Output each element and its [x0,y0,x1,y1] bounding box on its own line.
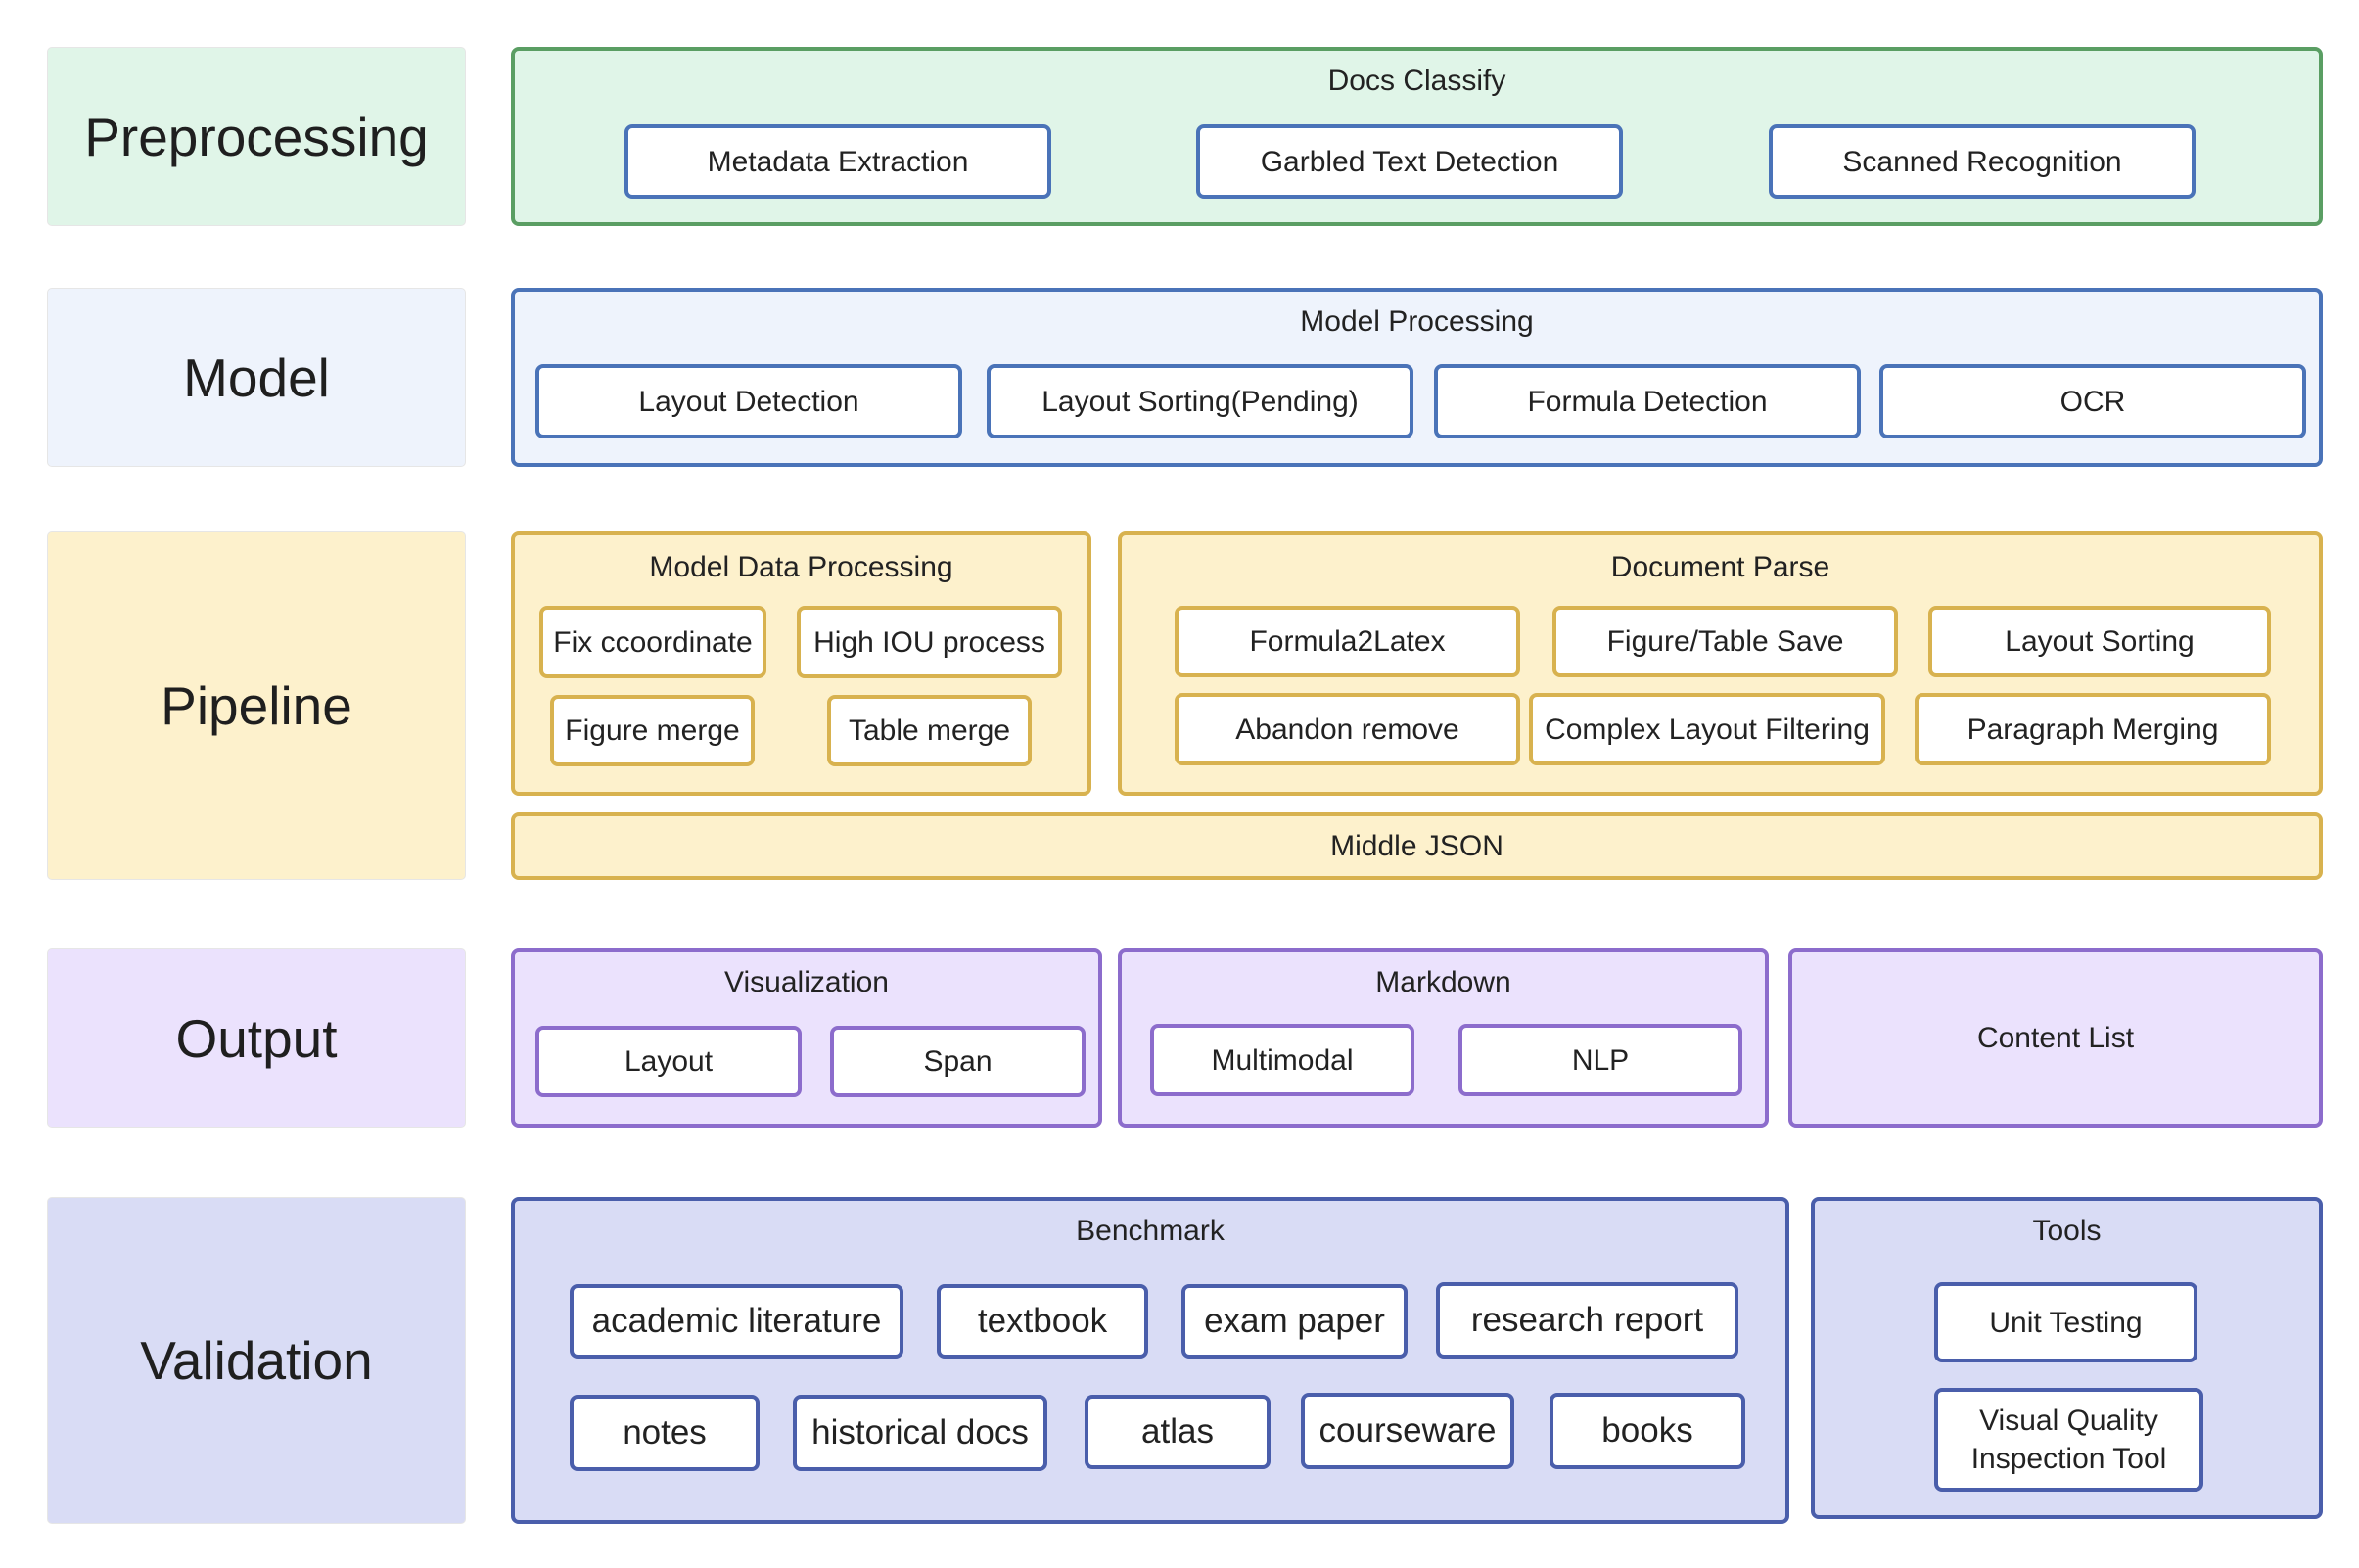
panel-title: Benchmark [1076,1215,1225,1247]
stage-label: Validation [140,1330,373,1391]
content-list-panel: Content List [1788,948,2323,1128]
panel-title: Model Processing [1300,305,1534,338]
node-atlas: atlas [1085,1395,1271,1469]
node-paragraph-merging: Paragraph Merging [1915,693,2271,765]
node-complex-layout-filtering: Complex Layout Filtering [1529,693,1885,765]
node-fix-coordinate: Fix ccoordinate [539,606,766,678]
node-books: books [1550,1393,1745,1469]
stage-model: Model [47,288,466,467]
node-multimodal: Multimodal [1150,1024,1414,1096]
node-table-merge: Table merge [827,695,1032,766]
stage-validation: Validation [47,1197,466,1524]
node-courseware: courseware [1301,1393,1514,1469]
node-figure-merge: Figure merge [550,695,755,766]
stage-label: Preprocessing [84,106,429,167]
node-figure-table-save: Figure/Table Save [1552,606,1898,677]
node-academic-literature: academic literature [570,1284,903,1359]
node-exam-paper: exam paper [1181,1284,1408,1359]
node-visual-quality-inspection-tool: Visual Quality Inspection Tool [1934,1388,2203,1492]
node-layout: Layout [535,1026,802,1097]
node-historical-docs: historical docs [793,1395,1047,1471]
node-scanned-recognition: Scanned Recognition [1769,124,2196,199]
node-garbled-text-detection: Garbled Text Detection [1196,124,1623,199]
stage-preprocessing: Preprocessing [47,47,466,226]
node-layout-detection: Layout Detection [535,364,962,438]
node-ocr: OCR [1879,364,2306,438]
node-textbook: textbook [937,1284,1148,1359]
panel-title: Markdown [1375,966,1511,998]
node-formula-detection: Formula Detection [1434,364,1861,438]
panel-title: Tools [2032,1215,2102,1247]
panel-title: Docs Classify [1327,65,1506,97]
node-nlp: NLP [1458,1024,1742,1096]
node-layout-sorting-pending: Layout Sorting(Pending) [987,364,1413,438]
panel-title: Visualization [724,966,889,998]
panel-title: Document Parse [1610,551,1830,583]
node-metadata-extraction: Metadata Extraction [624,124,1051,199]
node-layout-sorting: Layout Sorting [1928,606,2271,677]
stage-pipeline: Pipeline [47,531,466,880]
node-research-report: research report [1436,1282,1738,1359]
node-span: Span [830,1026,1086,1097]
node-formula2latex: Formula2Latex [1175,606,1520,677]
panel-title: Model Data Processing [649,551,953,583]
middle-json-bar: Middle JSON [511,812,2323,880]
node-unit-testing: Unit Testing [1934,1282,2197,1362]
stage-label: Output [175,1007,338,1069]
node-abandon-remove: Abandon remove [1175,693,1520,765]
benchmark-panel: Benchmark [511,1197,1789,1524]
panel-title: Content List [1976,1021,2135,1054]
stage-label: Pipeline [161,675,352,736]
stage-output: Output [47,948,466,1128]
node-notes: notes [570,1395,760,1471]
node-high-iou-process: High IOU process [797,606,1062,678]
stage-label: Model [183,346,330,408]
